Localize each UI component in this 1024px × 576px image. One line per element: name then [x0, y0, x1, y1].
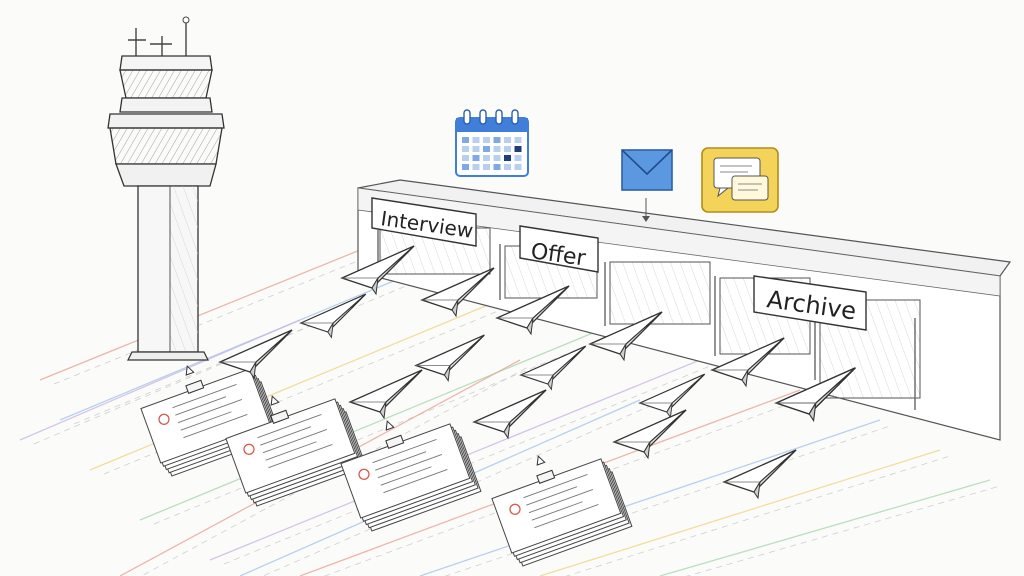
- control-tower: [107, 16, 225, 361]
- resume-stack: [340, 420, 482, 532]
- binder-clip: [536, 469, 556, 484]
- calendar-day: [504, 137, 511, 143]
- calendar-day: [462, 155, 469, 161]
- runway-line: [19, 319, 301, 441]
- calendar-day: [462, 137, 469, 143]
- binder-clip: [185, 379, 205, 394]
- runway-dash: [103, 305, 511, 475]
- runway-dash: [686, 485, 1001, 576]
- paper-airplane: [472, 389, 547, 440]
- calendar-day: [462, 164, 469, 170]
- resume-top-sheet: [509, 473, 599, 529]
- calendar-day: [472, 146, 480, 152]
- runway-line: [39, 249, 361, 381]
- gate-sign-offer: Offer: [519, 225, 599, 273]
- resume-top-sheet: [243, 413, 333, 469]
- calendar-icon: [455, 109, 529, 177]
- runway-line: [59, 269, 421, 421]
- calendar-day: [483, 155, 490, 161]
- paper-airplane: [299, 293, 367, 339]
- paper-airplane: [774, 367, 856, 423]
- paper-airplane: [638, 373, 706, 419]
- chat-bubbles-icon: [701, 147, 779, 213]
- paper-airplane: [495, 285, 570, 336]
- binder-clip: [270, 409, 290, 424]
- calendar-day: [483, 164, 490, 170]
- calendar-day: [504, 146, 511, 152]
- calendar-day: [514, 155, 522, 161]
- paper-airplane: [588, 311, 663, 362]
- calendar-day: [472, 164, 480, 170]
- resume-stack: [140, 365, 282, 477]
- calendar-day: [514, 164, 522, 170]
- paper-airplane: [348, 369, 423, 420]
- paper-airplane: [420, 267, 495, 318]
- paper-airplane: [340, 245, 415, 296]
- calendar-day: [483, 146, 490, 152]
- paper-airplane: [414, 334, 485, 383]
- calendar-day: [462, 146, 469, 152]
- calendar-day: [472, 155, 480, 161]
- runway-line: [419, 419, 881, 576]
- calendar-day: [504, 155, 511, 161]
- paper-airplanes: [218, 245, 856, 500]
- resume-top-sheet: [158, 383, 248, 439]
- calendar-day: [472, 137, 480, 143]
- calendar-day: [493, 164, 501, 170]
- resume-top-sheet: [358, 438, 448, 494]
- calendar-day: [504, 164, 511, 170]
- calendar-day: [493, 155, 501, 161]
- resume-stack: [225, 395, 367, 507]
- gate-sign-archive: Archive: [753, 275, 867, 331]
- runway-dash: [153, 335, 611, 525]
- paper-airplane: [722, 449, 797, 500]
- binder-clip: [385, 434, 405, 449]
- envelope-icon: [621, 149, 673, 222]
- gate-sign-interview: Interview: [371, 197, 477, 247]
- runway-dash: [53, 255, 371, 385]
- runway-dash: [565, 455, 951, 576]
- calendar-day: [493, 146, 501, 152]
- resume-stacks: [140, 365, 633, 567]
- runway-line: [659, 479, 991, 576]
- resume-stack: [491, 455, 633, 567]
- paper-airplane: [519, 345, 587, 391]
- calendar-day: [483, 137, 490, 143]
- runway-dash: [444, 425, 891, 576]
- runway-line: [539, 449, 941, 576]
- calendar-day: [514, 146, 522, 152]
- calendar-day: [514, 137, 522, 143]
- paper-airplane: [612, 409, 687, 460]
- calendar-day: [493, 137, 501, 143]
- paper-airplane: [710, 337, 785, 388]
- paper-airplane: [218, 329, 293, 380]
- runway-lines: [19, 249, 1001, 576]
- runway-line: [139, 329, 601, 521]
